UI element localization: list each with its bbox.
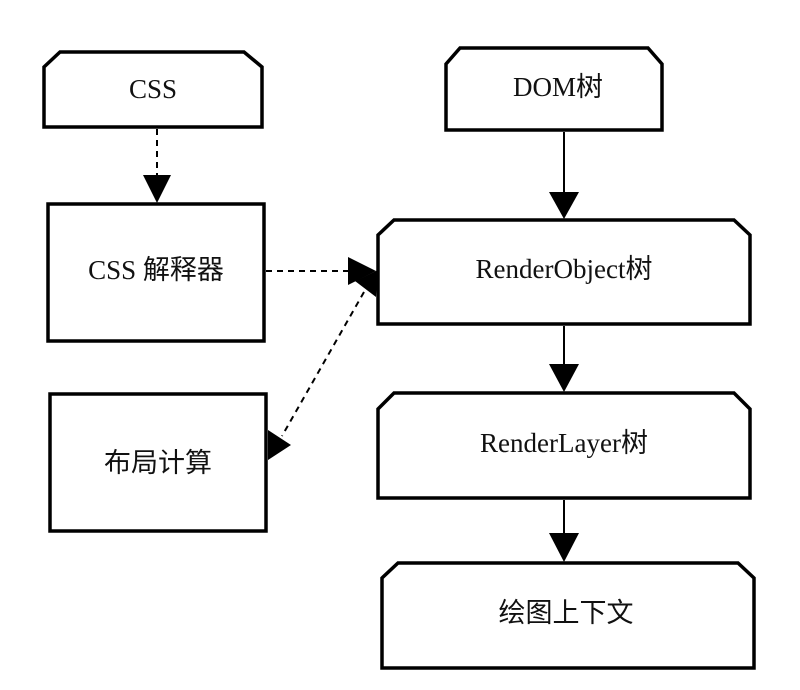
node-render-object-tree: RenderObject树 bbox=[376, 218, 752, 326]
node-graphics-context-label: 绘图上下文 bbox=[499, 598, 634, 628]
edge-css-parser-to-render-object bbox=[266, 257, 376, 285]
edge-css-parser-to-render-object-arrowhead bbox=[348, 257, 376, 285]
edge-render-layer-to-graphics-context bbox=[549, 500, 579, 562]
edge-render-object-to-render-layer-arrowhead bbox=[549, 364, 579, 392]
node-css-shape bbox=[42, 50, 264, 129]
node-render-layer-tree-shape bbox=[376, 391, 752, 500]
node-dom-tree-shape bbox=[444, 46, 664, 132]
node-dom-tree-label: DOM树 bbox=[513, 72, 603, 102]
node-layout-calc-label: 布局计算 bbox=[104, 448, 212, 478]
edge-render-layer-to-graphics-context-arrowhead bbox=[549, 533, 579, 562]
node-render-layer-tree-label: RenderLayer树 bbox=[480, 428, 648, 458]
edge-css-to-css-parser bbox=[143, 129, 171, 203]
edge-dom-to-render-object bbox=[549, 132, 579, 219]
edge-dom-to-render-object-arrowhead bbox=[549, 192, 579, 219]
edge-render-object-layout-calc-line bbox=[281, 291, 365, 437]
node-css-label: CSS bbox=[129, 74, 177, 104]
node-css-parser-label: CSS 解释器 bbox=[88, 255, 224, 285]
edge-css-to-css-parser-arrowhead bbox=[143, 175, 171, 203]
node-graphics-context: 绘图上下文 bbox=[380, 561, 756, 670]
node-render-object-tree-shape bbox=[376, 218, 752, 326]
node-dom-tree: DOM树 bbox=[444, 46, 664, 132]
node-css: CSS bbox=[42, 50, 264, 129]
edge-render-object-layout-calc-arrowhead-top bbox=[355, 270, 378, 297]
node-layout-calc-shape bbox=[48, 392, 268, 533]
node-render-object-tree-label: RenderObject树 bbox=[476, 254, 653, 284]
edge-render-object-layout-calc bbox=[268, 270, 378, 460]
node-layout-calc: 布局计算 bbox=[48, 392, 268, 533]
edge-render-object-layout-calc-arrowhead-bottom bbox=[268, 430, 291, 460]
node-graphics-context-shape bbox=[380, 561, 756, 670]
node-render-layer-tree: RenderLayer树 bbox=[376, 391, 752, 500]
node-css-parser-shape bbox=[46, 202, 266, 343]
edge-render-object-to-render-layer bbox=[549, 326, 579, 392]
node-css-parser: CSS 解释器 bbox=[46, 202, 266, 343]
